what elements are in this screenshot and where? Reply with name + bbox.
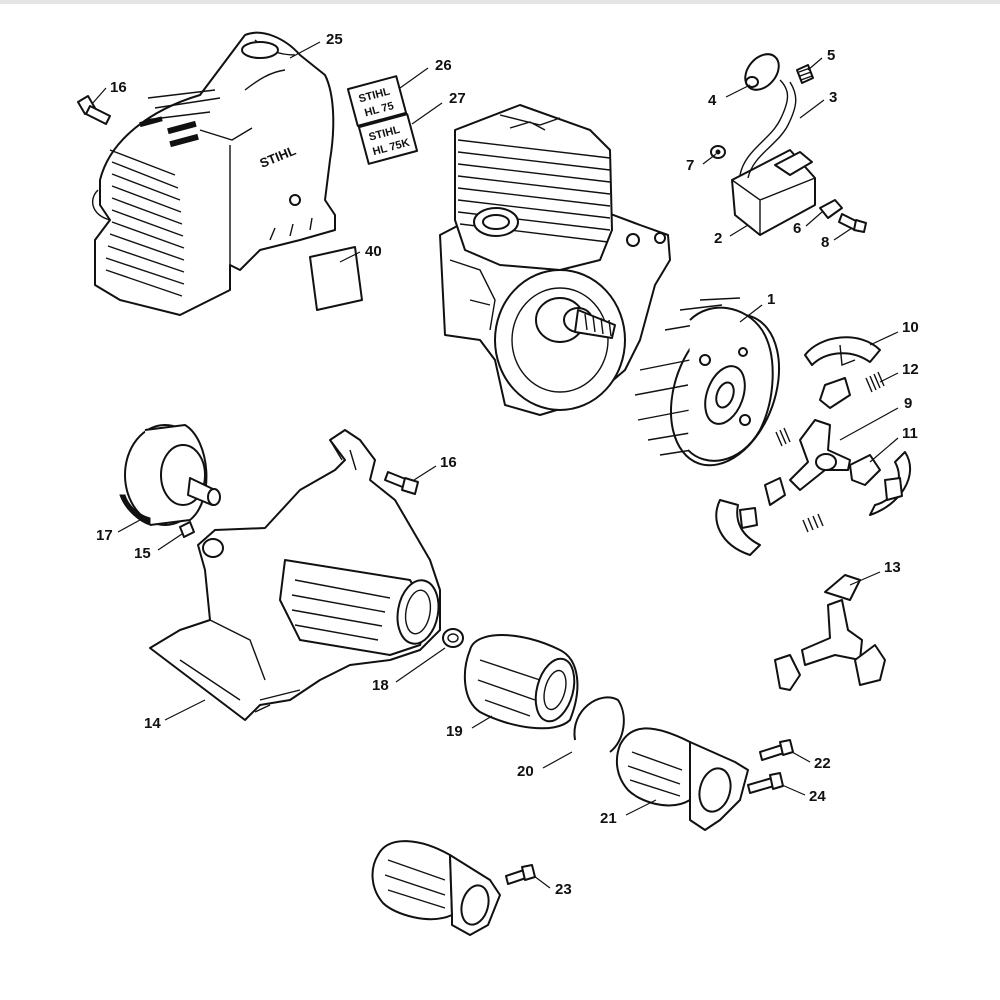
screw-part-23 (505, 864, 536, 885)
label-6: 6 (793, 220, 801, 237)
label-10: 10 (902, 319, 919, 336)
label-27: 27 (449, 90, 466, 107)
label-3: 3 (829, 89, 837, 106)
label-15: 15 (134, 545, 151, 562)
contact-part-6 (819, 199, 843, 219)
label-25: 25 (326, 31, 343, 48)
label-40: 40 (365, 243, 382, 260)
drum-part-17 (119, 424, 221, 526)
label-23: 23 (555, 881, 572, 898)
screw-part-8 (838, 213, 867, 233)
label-16-top: 16 (110, 79, 127, 96)
label-plate-part-40 (309, 246, 363, 311)
decal-part-26: STIHL HL 75 (346, 75, 408, 127)
label-21: 21 (600, 810, 617, 827)
label-20: 20 (517, 763, 534, 780)
clutch-part-13 (774, 574, 886, 691)
pin-part-15 (179, 521, 195, 538)
ring-part-20 (573, 696, 625, 753)
label-8: 8 (821, 234, 829, 251)
label-9: 9 (904, 395, 912, 412)
label-18: 18 (372, 677, 389, 694)
label-11: 11 (902, 425, 918, 442)
circlip-part-18 (442, 628, 464, 648)
label-19: 19 (446, 723, 463, 740)
bearing-housing-part-21 (615, 727, 749, 831)
decal-part-27: STIHL HL 75K (357, 113, 419, 165)
clutch-shoe-part-11 (849, 451, 911, 516)
clutch-shoe-part-10 (715, 336, 881, 556)
label-22: 22 (814, 755, 831, 772)
label-26: 26 (435, 57, 452, 74)
label-16-mid: 16 (440, 454, 457, 471)
label-7: 7 (686, 157, 694, 174)
leader-lines (91, 41, 899, 889)
label-1: 1 (767, 291, 775, 308)
clutch-carrier-part-9 (789, 419, 851, 491)
screw-part-16-mid (384, 471, 419, 495)
spring-part-12 (775, 371, 885, 533)
label-2: 2 (714, 230, 722, 247)
housing-part-14 (149, 429, 441, 721)
flywheel-part-1 (634, 297, 781, 467)
label-5: 5 (827, 47, 835, 64)
label-4: 4 (708, 92, 717, 109)
label-12: 12 (902, 361, 919, 378)
shroud-part-25: STIHL (91, 31, 336, 316)
sleeve-part-19 (463, 634, 579, 730)
engine-assembly (439, 104, 671, 416)
screw-part-24 (747, 772, 784, 794)
label-24: 24 (809, 788, 826, 805)
top-divider (0, 0, 1000, 4)
label-14: 14 (144, 715, 161, 732)
bearing-housing-variant (371, 840, 501, 936)
label-17: 17 (96, 527, 113, 544)
ignition-module-part-2 (731, 53, 816, 236)
screw-part-16-top (77, 95, 111, 125)
callout-labels: 25 16 26 27 40 5 3 4 7 2 6 8 1 10 12 9 1… (96, 31, 919, 898)
label-13: 13 (884, 559, 901, 576)
screw-part-22 (759, 739, 794, 761)
